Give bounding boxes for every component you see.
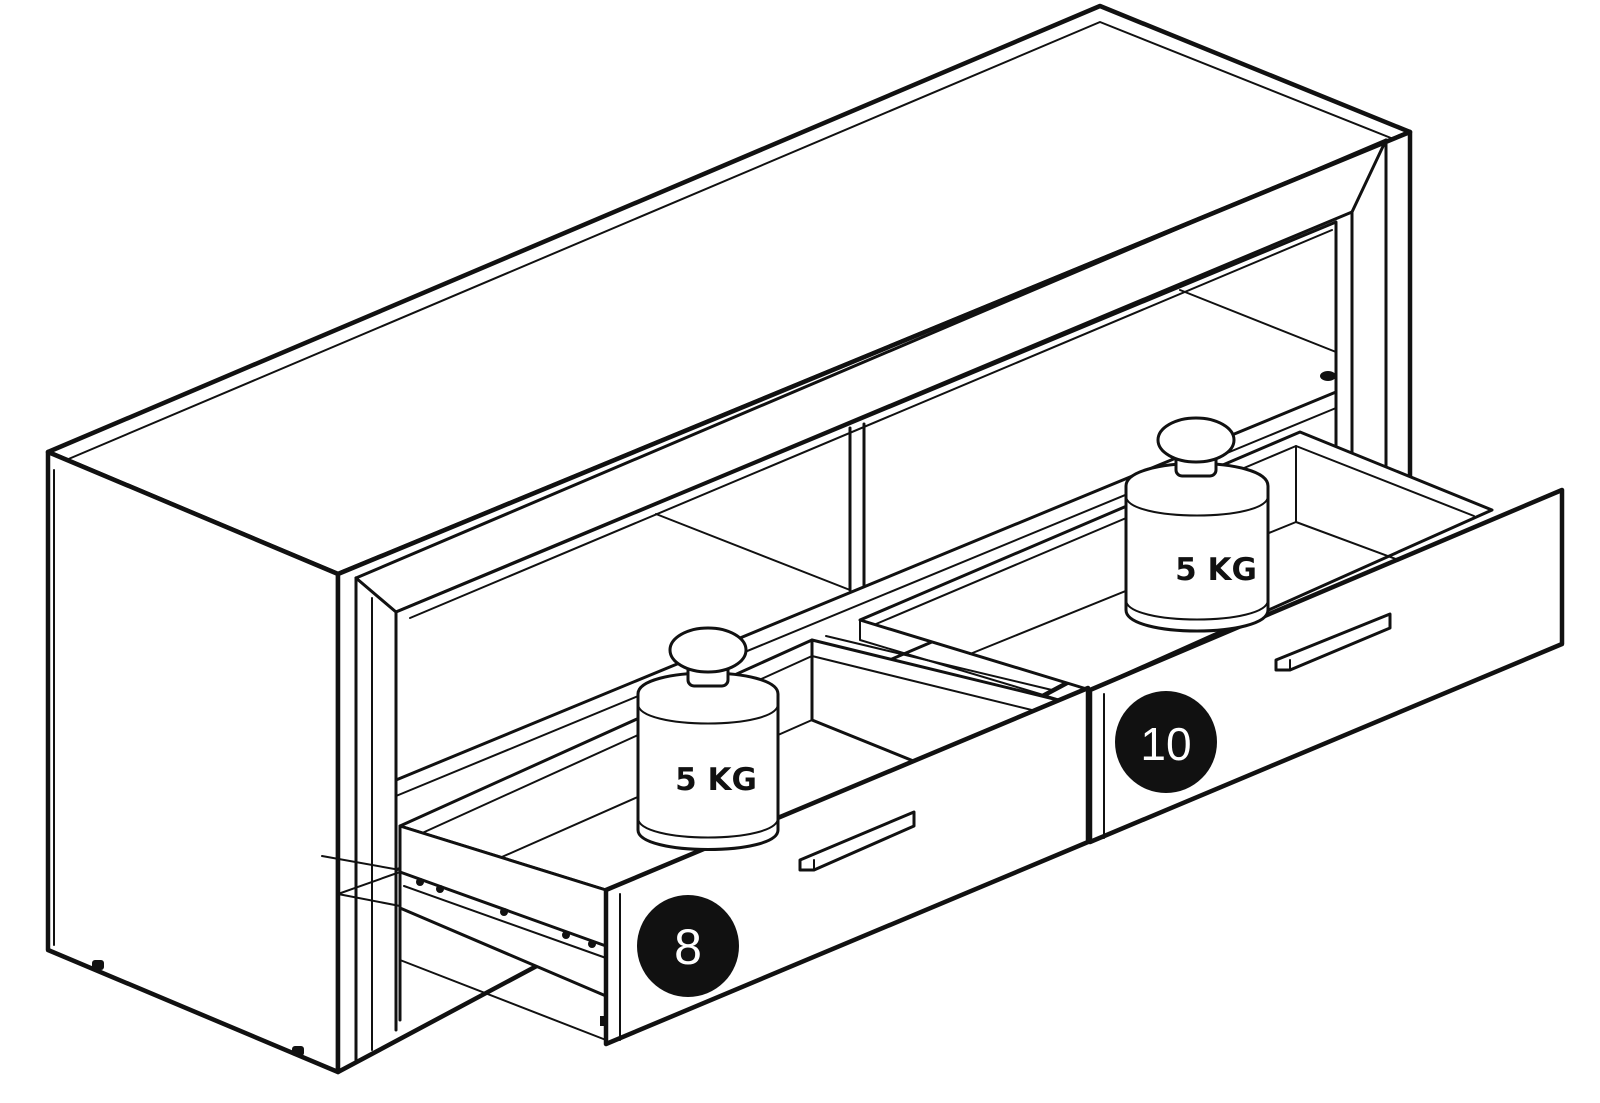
- callout-10-number: 10: [1140, 718, 1191, 770]
- callout-8-number: 8: [674, 919, 702, 975]
- weight-left-label: 5 KG: [675, 762, 757, 798]
- weight-left: 5 KG: [636, 626, 780, 851]
- weight-right-label: 5 KG: [1175, 552, 1257, 588]
- callout-10: 10: [1115, 691, 1217, 793]
- callout-8: 8: [637, 895, 739, 997]
- weight-right: 5 KG: [1124, 416, 1270, 633]
